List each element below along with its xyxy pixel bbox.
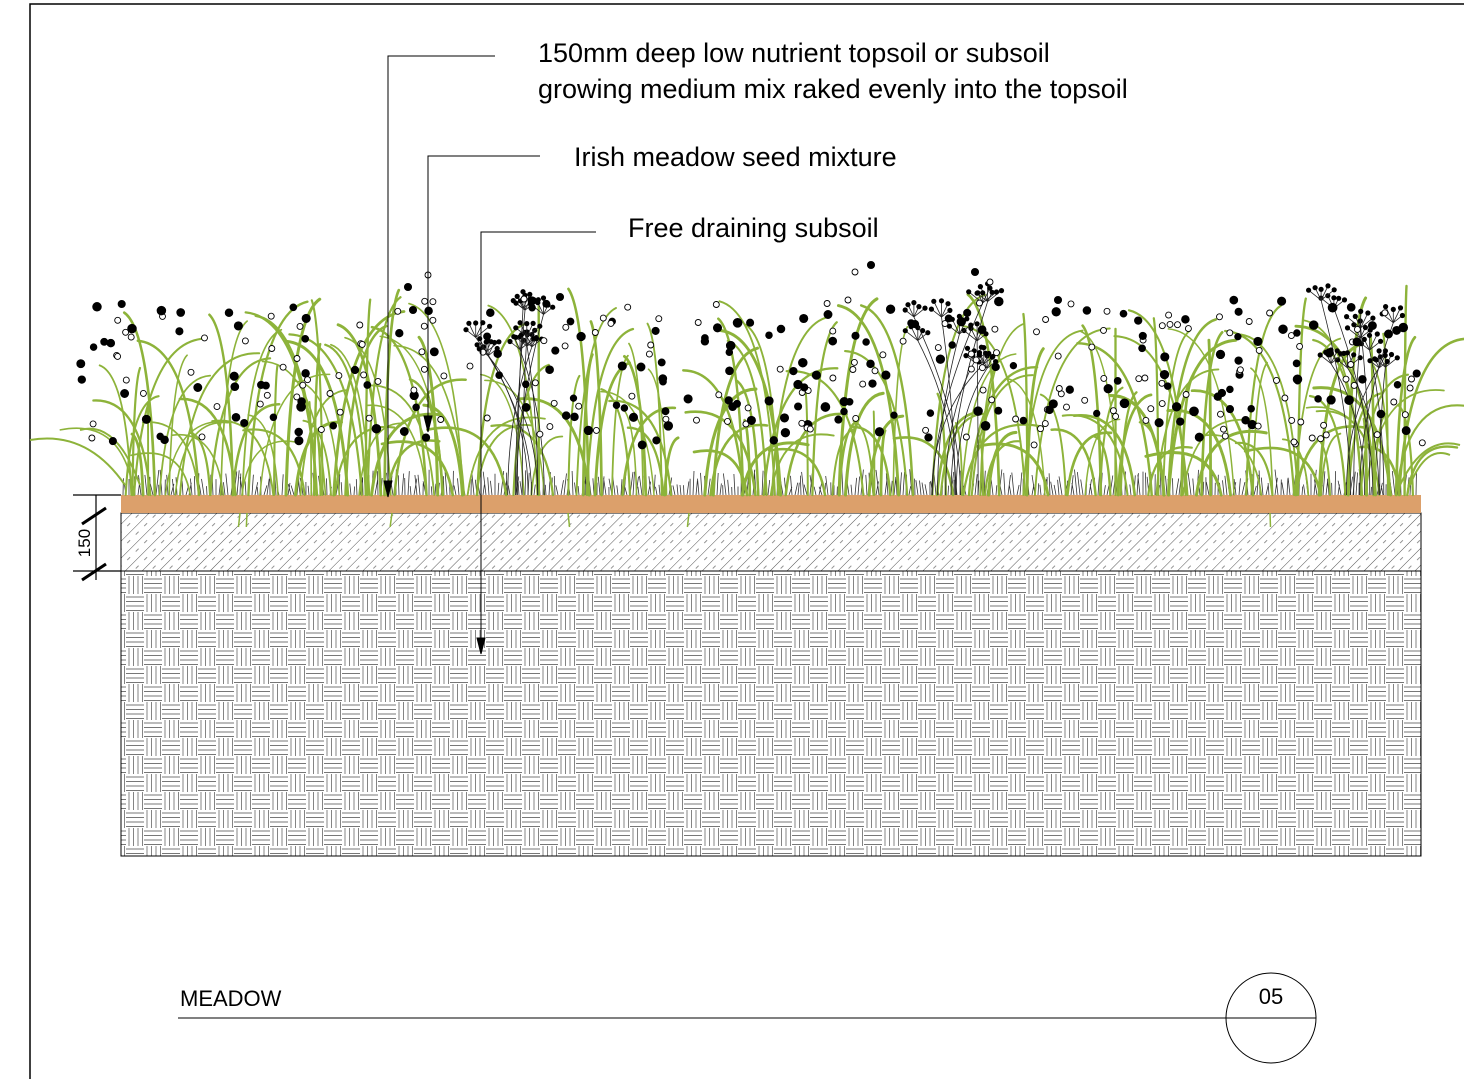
umbel-flowers bbox=[463, 281, 1405, 496]
callout-subsoil: Free draining subsoil bbox=[628, 213, 879, 243]
callout-topsoil: 150mm deep low nutrient topsoil or subso… bbox=[538, 35, 1128, 107]
drawing-number: 05 bbox=[1258, 984, 1284, 1009]
callout-topsoil-line2: growing medium mix raked evenly into the… bbox=[538, 74, 1128, 104]
seed-heads bbox=[76, 260, 1426, 450]
grass-blades bbox=[29, 284, 1464, 497]
sheet-border bbox=[29, 3, 1464, 1079]
leader-topsoil bbox=[387, 55, 495, 495]
subsoil-layer bbox=[120, 570, 1422, 857]
leader-seed bbox=[427, 155, 540, 430]
arrow-topsoil bbox=[383, 480, 393, 498]
drawing-number-circle bbox=[1225, 972, 1317, 1064]
leader-lines bbox=[383, 55, 596, 655]
dimension-label: 150 bbox=[75, 528, 94, 558]
arrow-subsoil bbox=[476, 637, 486, 655]
meadow-vegetation bbox=[29, 260, 1464, 528]
growing-medium-layer bbox=[120, 512, 1422, 572]
topsoil-layer bbox=[121, 495, 1421, 513]
leader-subsoil bbox=[480, 231, 596, 652]
arrow-seed bbox=[423, 415, 433, 433]
grass-roots bbox=[237, 512, 1272, 528]
callout-topsoil-line1: 150mm deep low nutrient topsoil or subso… bbox=[538, 38, 1050, 68]
dimension-marker bbox=[73, 494, 121, 582]
drawing-title: MEADOW bbox=[180, 986, 282, 1011]
callout-seed-mixture: Irish meadow seed mixture bbox=[574, 142, 897, 172]
